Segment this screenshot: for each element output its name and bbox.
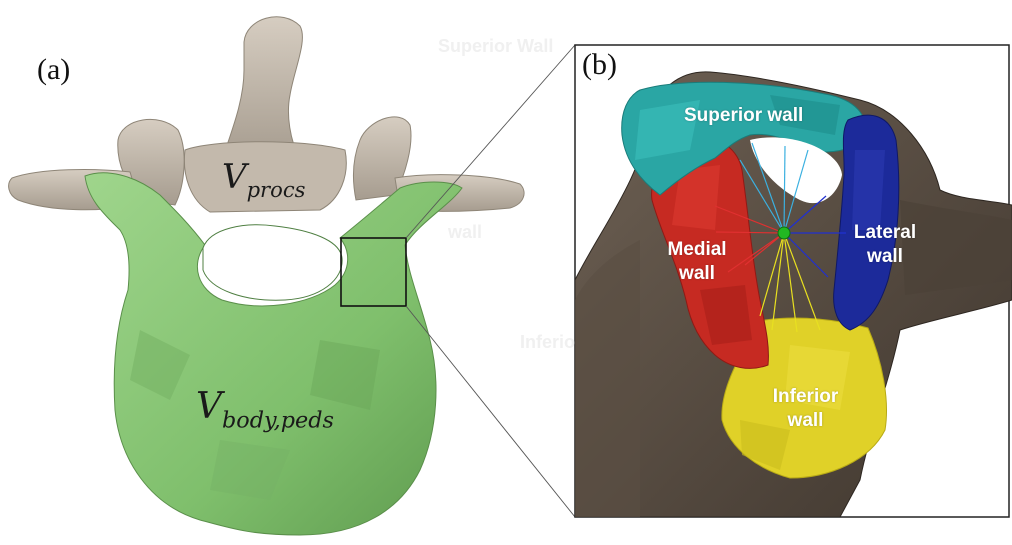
- ghost-text: wall: [448, 222, 482, 243]
- vertebra-body-pedicles: [85, 173, 462, 535]
- center-point: [778, 227, 790, 239]
- superior-wall-label: Superior wall: [684, 104, 834, 128]
- panel-label-a: (a): [37, 53, 70, 87]
- region-label-body-peds: Vbody,peds: [196, 386, 334, 433]
- ghost-text: Inferio: [520, 332, 575, 353]
- panel-label-b: (b): [582, 48, 617, 82]
- ghost-text: Superior Wall: [438, 36, 553, 57]
- region-label-procs: Vprocs: [222, 157, 305, 202]
